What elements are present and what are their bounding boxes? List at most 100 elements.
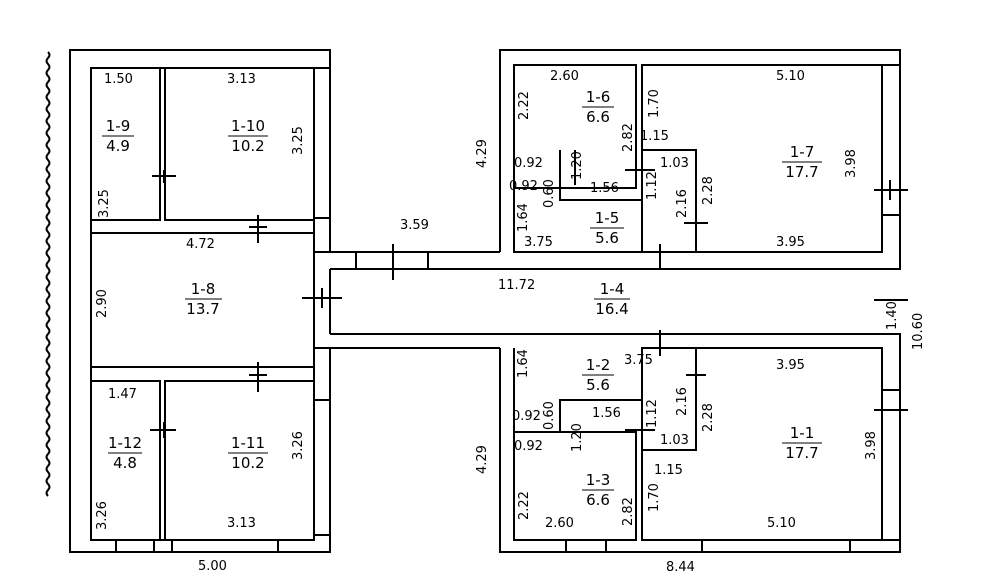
dim-label: 3.75 [624, 353, 653, 368]
dim-label: 2.82 [621, 123, 636, 152]
room-1-3-id: 1-3 [586, 471, 611, 489]
room-1-1-area: 17.7 [785, 444, 818, 462]
dim-label: 1.47 [108, 387, 137, 402]
dim-label: 2.28 [701, 176, 716, 205]
window-right-bottom-2 [701, 539, 851, 553]
dim-label: 4.72 [186, 237, 215, 252]
dim-label: 1.03 [660, 156, 689, 171]
dim-label: 3.13 [227, 516, 256, 531]
room-1-9-area: 4.9 [106, 137, 130, 155]
dim-label: 3.25 [291, 126, 306, 155]
dim-label: 3.98 [844, 149, 859, 178]
dim-label: 2.60 [550, 69, 579, 84]
window-left-side-1 [313, 67, 331, 219]
window-right-side-1 [881, 64, 901, 216]
dim-label: 1.40 [885, 301, 900, 330]
dim-label: 1.03 [660, 433, 689, 448]
break-line [45, 51, 51, 497]
room-1-8-walls [90, 232, 315, 368]
room-1-12-area: 4.8 [113, 454, 137, 472]
dim-label: 1.15 [640, 129, 669, 144]
dim-label: 3.13 [227, 72, 256, 87]
dim-label: 1.64 [516, 203, 531, 232]
dim-label: 0.60 [542, 401, 557, 430]
room-1-5-area: 5.6 [595, 229, 619, 247]
room-1-8-id: 1-8 [191, 280, 216, 298]
dim-label: 3.75 [524, 235, 553, 250]
window-left-bottom-1 [115, 539, 155, 553]
dim-label: 5.10 [776, 69, 805, 84]
room-1-6-id: 1-6 [586, 88, 611, 106]
dim-label: 2.22 [517, 91, 532, 120]
window-left-bottom-2 [171, 539, 279, 553]
dimension-labels: 1.50 3.13 3.25 3.25 4.72 2.90 1.47 3.26 … [95, 69, 926, 575]
window-corridor [355, 251, 429, 270]
dim-label: 11.72 [498, 278, 535, 293]
dim-label: 0.60 [542, 179, 557, 208]
room-1-2-walls [513, 348, 697, 451]
room-1-11-area: 10.2 [231, 454, 264, 472]
dim-label: 0.92 [514, 156, 543, 171]
room-1-6-walls [513, 64, 637, 189]
dim-label: 2.60 [545, 516, 574, 531]
window-right-bottom-1 [565, 539, 607, 553]
dim-label: 3.95 [776, 358, 805, 373]
room-1-4-id: 1-4 [600, 280, 625, 298]
room-1-2-id: 1-2 [586, 356, 611, 374]
dim-label: 0.92 [514, 439, 543, 454]
dim-label: 10.60 [911, 313, 926, 350]
dim-label: 0.92 [512, 409, 541, 424]
dim-label: 4.29 [475, 445, 490, 474]
dim-label: 1.20 [570, 151, 585, 180]
dim-label: 1.70 [647, 483, 662, 512]
room-1-10-id: 1-10 [231, 117, 265, 135]
room-1-7-area: 17.7 [785, 163, 818, 181]
dim-label: 1.20 [570, 423, 585, 452]
dim-label: 1.56 [590, 181, 619, 196]
room-1-11-id: 1-11 [231, 434, 265, 452]
dim-label: 0.92 [509, 179, 538, 194]
dim-label: 1.12 [645, 171, 660, 200]
dim-label: 3.59 [400, 218, 429, 233]
dim-label: 4.29 [475, 139, 490, 168]
walls [45, 49, 901, 553]
dim-label: 3.26 [291, 431, 306, 460]
dim-label: 3.98 [864, 431, 879, 460]
dim-label: 3.26 [95, 501, 110, 530]
window-right-side-2 [881, 389, 901, 541]
room-1-12-id: 1-12 [108, 434, 142, 452]
dim-label: 3.25 [97, 189, 112, 218]
room-1-7-id: 1-7 [790, 143, 815, 161]
room-1-1-id: 1-1 [790, 424, 815, 442]
dim-label: 5.10 [767, 516, 796, 531]
room-1-9-id: 1-9 [106, 117, 131, 135]
room-labels: 1-9 4.9 1-10 10.2 1-8 13.7 1-12 4.8 1-11… [102, 88, 822, 509]
right-bottom-outer [499, 333, 901, 553]
dim-label: 3.95 [776, 235, 805, 250]
room-1-2-area: 5.6 [586, 376, 610, 394]
window-left-side-2 [313, 399, 331, 536]
room-1-9-walls [90, 67, 161, 221]
right-top-outer [499, 49, 901, 270]
room-1-8-area: 13.7 [186, 300, 219, 318]
dim-label: 2.16 [675, 387, 690, 416]
dim-label: 2.82 [621, 497, 636, 526]
dim-label: 2.28 [701, 403, 716, 432]
dim-label: 2.16 [675, 189, 690, 218]
dim-label: 1.50 [104, 72, 133, 87]
dim-label: 1.56 [592, 406, 621, 421]
dim-label: 2.22 [517, 491, 532, 520]
dim-label: 8.44 [666, 560, 695, 575]
room-1-10-area: 10.2 [231, 137, 264, 155]
dim-label: 1.70 [647, 89, 662, 118]
dim-label: 1.64 [516, 349, 531, 378]
openings [115, 64, 908, 553]
room-1-4-area: 16.4 [595, 300, 628, 318]
room-1-3-area: 6.6 [586, 491, 610, 509]
room-1-5-id: 1-5 [595, 209, 620, 227]
dim-label: 2.90 [95, 289, 110, 318]
room-1-6-area: 6.6 [586, 108, 610, 126]
room-1-5-walls [513, 149, 697, 253]
